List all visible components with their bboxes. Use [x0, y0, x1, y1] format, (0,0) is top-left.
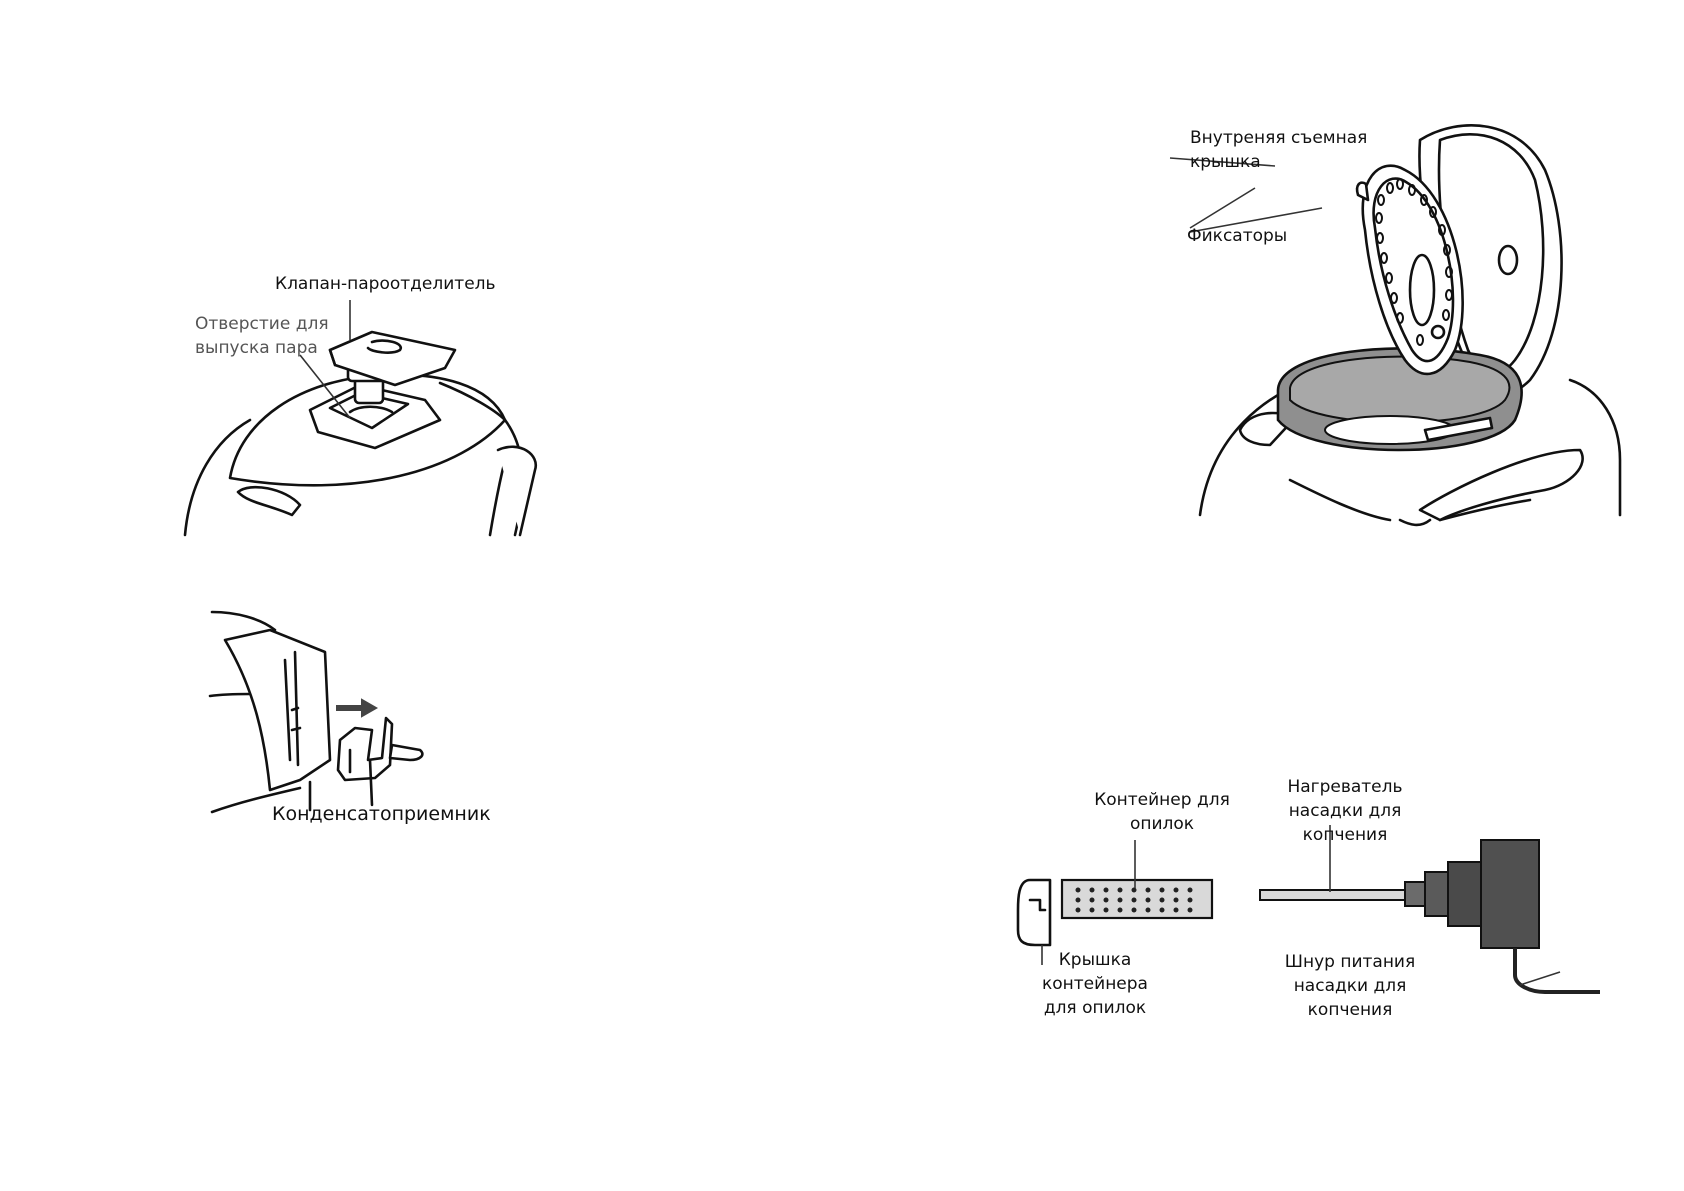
smoking-attachment-figure: Контейнер для опилок Нагреватель насадки…: [1000, 777, 1684, 1020]
steam-valve-drawing: [183, 300, 538, 537]
steam-hole-label: Отверстие для выпуска пара: [195, 314, 329, 358]
condensate-figure: Конденсатоприемник: [0, 590, 700, 860]
inner-lid-figure: Внутреняя съемная крышка Фиксаторы: [1150, 100, 1684, 530]
valve-label: Клапан-пароотделитель: [275, 274, 496, 294]
condensate-drawing: [208, 610, 424, 814]
inner-lid-drawing: [1169, 124, 1622, 527]
condensate-label: Конденсатоприемник: [272, 803, 491, 825]
container-label: Контейнер для опилок: [1094, 790, 1230, 834]
smoking-attachment-drawing: [1016, 825, 1600, 994]
container-cap-label: Крышка контейнера для опилок: [1042, 950, 1148, 1018]
latches-label: Фиксаторы: [1187, 226, 1288, 246]
heater-label: Нагреватель насадки для копчения: [1287, 777, 1403, 845]
perforated-lid: [1355, 164, 1464, 376]
power-cord-label: Шнур питания насадки для копчения: [1284, 952, 1416, 1020]
inner-lid-label: Внутреняя съемная крышка: [1190, 128, 1368, 172]
steam-valve-figure: Клапан-пароотделитель Отверстие для выпу…: [0, 0, 700, 560]
